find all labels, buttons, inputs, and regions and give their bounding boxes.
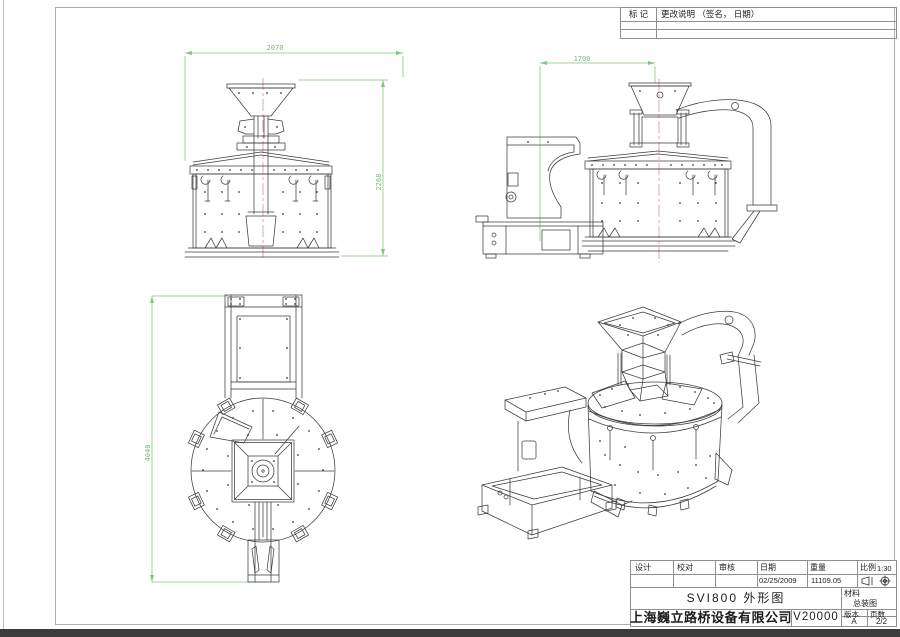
side-view-machine: [475, 82, 778, 259]
side-center-dimension: 1700: [574, 55, 591, 63]
company-name: 上海巍立路桥设备有限公司: [630, 610, 793, 625]
front-view: 2070 2268: [184, 44, 404, 258]
side-view: 1700: [475, 55, 778, 263]
version-value: A: [851, 616, 857, 626]
scale-label: 比例: [860, 563, 876, 572]
weight-label: 重量: [810, 563, 826, 572]
side-bolt-dots: [527, 90, 723, 222]
drawing-title: SVI800 外形图: [686, 590, 786, 605]
revision-description-header: 更改说明 （签名， 日期）: [661, 9, 760, 19]
projection-target-icon: [879, 575, 891, 587]
revision-mark-header: 标 记: [628, 9, 649, 19]
isometric-bolt-dots: [529, 317, 715, 495]
paper-bottom-edge: [0, 629, 900, 637]
isometric-view: [477, 306, 762, 540]
drawing-frame: [55, 7, 895, 625]
drawing-number: V20000: [793, 611, 839, 623]
sheet-label: 页数: [870, 610, 885, 619]
paper-left-edge: [3, 0, 4, 630]
review-label: 审核: [719, 563, 735, 572]
date-value: 02/25/2009: [759, 576, 797, 585]
revision-table: 标 记 更改说明 （签名， 日期）: [620, 7, 897, 39]
front-view-machine: [184, 83, 340, 258]
front-bolt-dots: [196, 92, 319, 233]
plan-view-dimensions: 4040: [144, 295, 268, 583]
material-label: 材料: [844, 589, 860, 598]
plan-view-machine: [188, 294, 338, 583]
front-height-dimension: 2268: [375, 174, 383, 191]
isometric-machine: [477, 306, 762, 540]
side-view-dimensions: 1700: [539, 55, 656, 241]
front-width-dimension: 2070: [267, 44, 284, 52]
plan-length-dimension: 4040: [144, 445, 152, 462]
front-view-dimensions: 2070 2268: [184, 44, 404, 257]
plan-view: 4040: [144, 294, 338, 583]
check-label: 校对: [677, 563, 693, 572]
material-value: 总装图: [853, 599, 877, 608]
plan-bolt-dots: [202, 298, 324, 530]
title-block: 设计 校对 审核 日期 02/25/2009 重量 11109.05 比例 1:…: [630, 560, 897, 627]
first-angle-projection-icon: [861, 576, 873, 586]
version-label: 版本: [844, 610, 859, 619]
scale-value: 1:30: [877, 563, 892, 573]
weight-value: 11109.05: [811, 576, 842, 585]
sheet-value: 2/2: [875, 616, 888, 626]
design-label: 设计: [635, 563, 651, 572]
date-label: 日期: [760, 563, 776, 572]
